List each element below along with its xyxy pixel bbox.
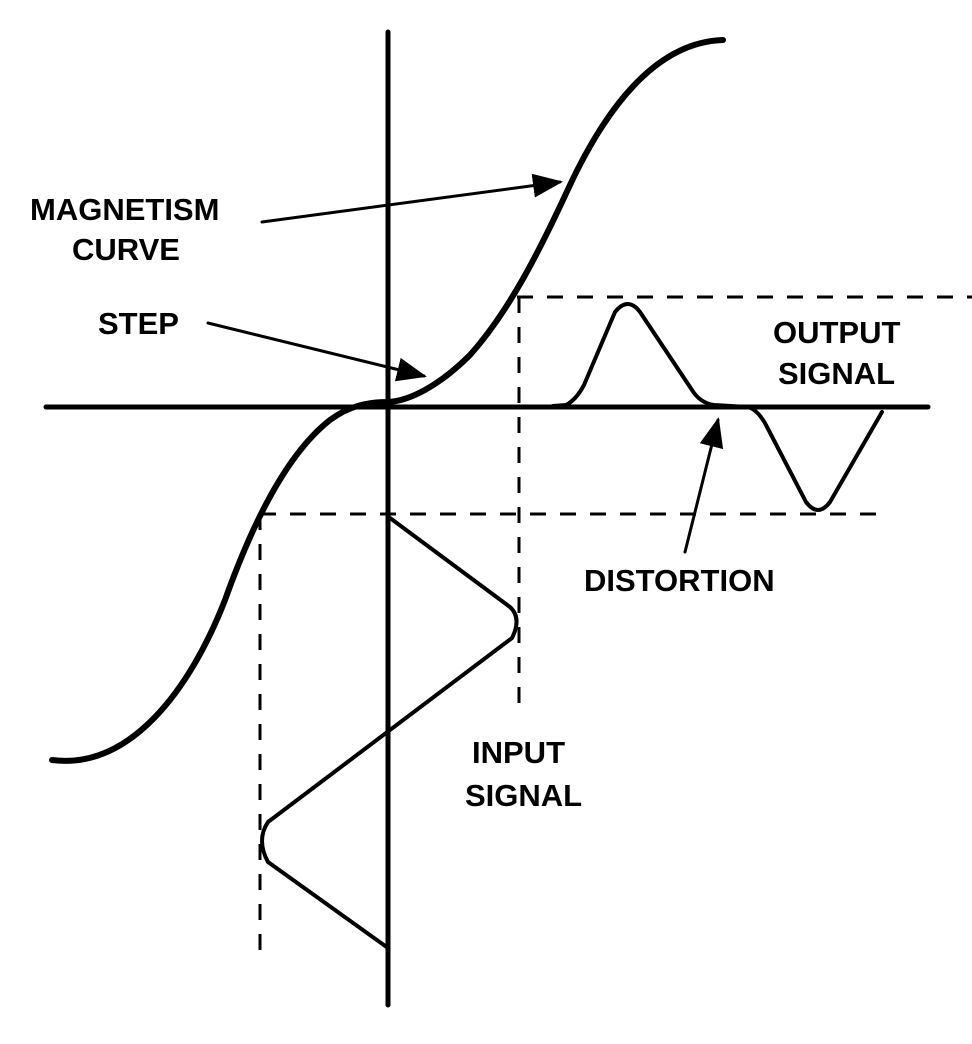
step-label: STEP <box>98 306 179 341</box>
magnetism-curve <box>49 37 726 764</box>
input-signal-label-line1: INPUT <box>472 735 565 770</box>
magnetism-curve-label-line2: CURVE <box>72 232 180 267</box>
input-signal-waveform <box>260 516 519 950</box>
magnetism-curve-arrow <box>260 173 563 224</box>
distortion-arrow <box>683 417 724 554</box>
output-signal-label-line1: OUTPUT <box>773 315 901 350</box>
step-arrow <box>206 321 427 382</box>
distortion-label: DISTORTION <box>584 563 775 598</box>
input-signal-label-line2: SIGNAL <box>465 778 582 813</box>
magnetism-curve-label-line1: MAGNETISM <box>30 192 219 227</box>
output-signal-label-line2: SIGNAL <box>778 356 895 391</box>
output-signal-waveform <box>551 302 884 512</box>
